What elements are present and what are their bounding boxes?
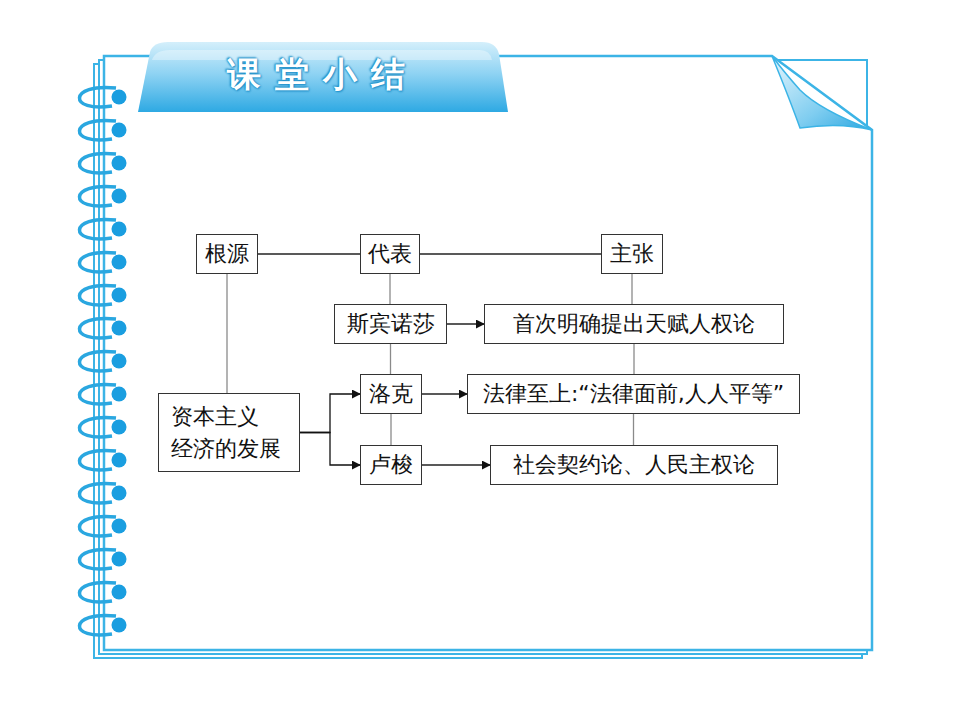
connector-arrow — [422, 464, 490, 465]
connector-line — [390, 414, 391, 445]
box-label: 资本主义 经济的发展 — [171, 401, 288, 465]
concept-box: 代表 — [360, 234, 420, 274]
connector-line — [258, 253, 360, 254]
box-label: 根源 — [205, 238, 249, 270]
box-label: 法律至上:“法律面前,人人平等” — [483, 378, 784, 410]
connector-line — [420, 253, 601, 254]
connector-line — [633, 414, 634, 445]
concept-box: 首次明确提出天赋人权论 — [484, 304, 784, 344]
connector-arrow — [300, 433, 360, 466]
concept-box: 资本主义 经济的发展 — [158, 393, 300, 472]
connector-arrow — [422, 393, 467, 394]
connector-line — [633, 344, 634, 374]
concept-box: 法律至上:“法律面前,人人平等” — [467, 374, 800, 414]
connector-line — [226, 274, 227, 393]
concept-box: 卢梭 — [360, 445, 422, 485]
box-label: 洛克 — [369, 378, 413, 410]
connector-line — [631, 274, 632, 304]
concept-box: 斯宾诺莎 — [334, 304, 447, 344]
box-label: 斯宾诺莎 — [347, 308, 435, 340]
concept-box: 洛克 — [360, 374, 422, 414]
concept-box: 主张 — [601, 234, 663, 274]
box-label: 首次明确提出天赋人权论 — [513, 308, 755, 340]
connector-arrow — [300, 394, 360, 433]
connector-line — [389, 274, 390, 304]
connector-line — [390, 344, 391, 374]
title-tab-text: 课堂小结 — [140, 52, 505, 98]
box-label: 主张 — [610, 238, 654, 270]
box-label: 社会契约论、人民主权论 — [513, 449, 755, 481]
box-label: 代表 — [368, 238, 412, 270]
connector-arrow — [447, 323, 484, 324]
box-label: 卢梭 — [369, 449, 413, 481]
concept-box: 根源 — [196, 234, 258, 274]
concept-box: 社会契约论、人民主权论 — [490, 445, 778, 485]
